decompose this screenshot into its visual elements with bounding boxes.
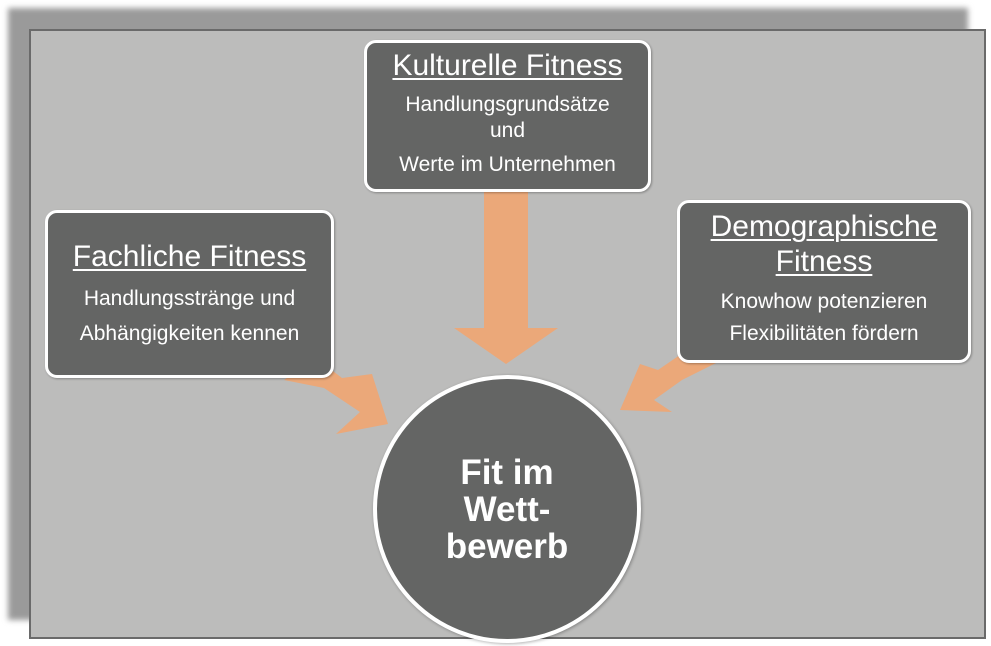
arrow-demographisch-to-center (620, 348, 718, 412)
demographisch-title-2: Fitness (775, 245, 873, 278)
fachlich-line-2: Abhängigkeiten kennen (79, 322, 300, 345)
arrow-kulturell-to-center (454, 192, 558, 364)
demographisch-line-2: Flexibilitäten fördern (729, 322, 919, 345)
box-fachliche-fitness: Fachliche Fitness Handlungsstränge und A… (45, 210, 334, 378)
demographisch-line-1: Knowhow potenzieren (720, 290, 928, 313)
kulturell-line-2: und (489, 119, 526, 142)
kulturell-title: Kulturelle Fitness (392, 49, 623, 82)
box-kulturelle-fitness: Kulturelle Fitness Handlungsgrundsätze u… (364, 40, 651, 192)
center-line-2: Wett- (463, 489, 551, 529)
center-line-3: bewerb (445, 526, 569, 566)
fachlich-title: Fachliche Fitness (72, 240, 307, 273)
center-circle-fit-im-wettbewerb: Fit im Wett- bewerb (373, 375, 641, 643)
kulturell-line-1: Handlungsgrundsätze (405, 93, 610, 116)
fachlich-line-1: Handlungsstränge und (83, 287, 296, 310)
kulturell-line-3: Werte im Unternehmen (399, 153, 616, 176)
box-demographische-fitness: Demographische Fitness Knowhow potenzier… (677, 200, 971, 363)
center-line-1: Fit im (460, 452, 554, 492)
demographisch-title-1: Demographische (710, 210, 938, 243)
